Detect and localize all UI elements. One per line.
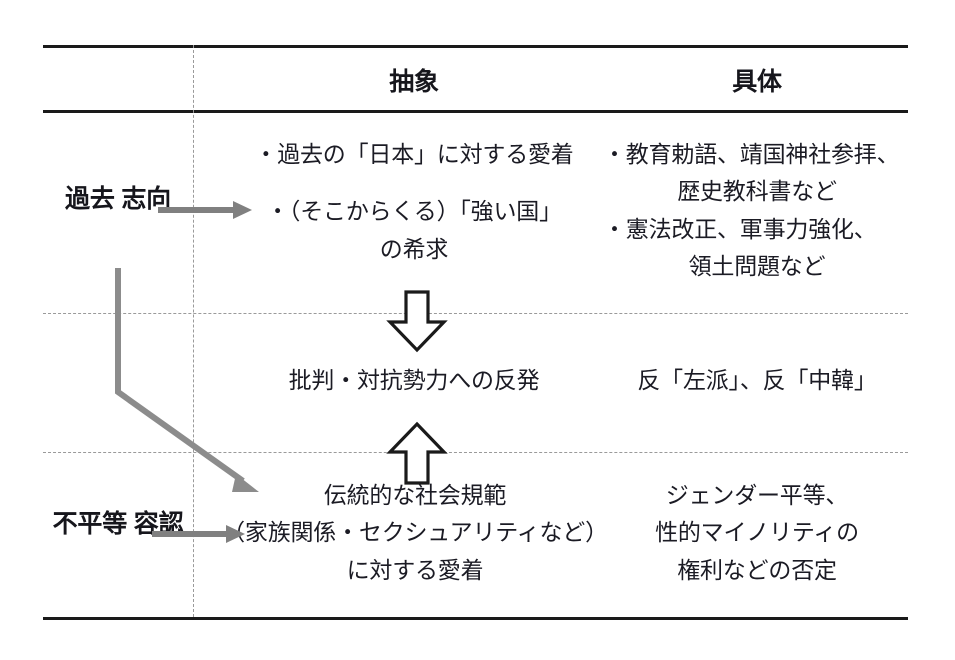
cell-row1-abstract: ・過去の「日本」に対する愛着 ・（そこからくる）「強い国」 の希求 [214, 136, 614, 268]
connector-row3-to-row2-hollow-arrow-icon [386, 421, 448, 485]
column-header-concrete: 具体 [732, 68, 782, 96]
cell-row2-concrete: 反「左派」、反「中韓」 [637, 367, 877, 393]
row-label-past-oriented: 過去 志向 [43, 180, 193, 219]
column-header-abstract: 抽象 [389, 68, 439, 96]
row-label-inequality-tolerance: 不平等 容認 [38, 505, 198, 544]
row-label-past-oriented-line2: 志向 [121, 185, 171, 213]
rule-bottom [43, 617, 908, 620]
cell-row1-concrete-line1: ・教育勅語、靖国神社参拝、 [603, 141, 900, 167]
cell-row1-concrete-line4: 領土問題など [688, 252, 826, 279]
row-label-past-oriented-line1: 過去 [65, 185, 115, 213]
cell-row3-concrete-line1: ジェンダー平等、 [665, 482, 849, 508]
rule-top [43, 45, 908, 48]
cell-row1-abstract-line2: ・（そこからくる）「強い国」 [266, 198, 562, 225]
cell-row3-abstract: 伝統的な社会規範 （家族関係・セクシュアリティなど） に対する愛着 [205, 477, 625, 589]
connector-row1-to-row2-hollow-arrow-icon [386, 290, 448, 353]
cell-row1-concrete-line3: ・憲法改正、軍事力強化、 [603, 215, 877, 242]
cell-row1-abstract-line3: の希求 [379, 235, 449, 262]
cell-row1-concrete: ・教育勅語、靖国神社参拝、 歴史教科書など ・憲法改正、軍事力強化、 領土問題な… [597, 136, 917, 285]
rule-dashed-row1-row2 [43, 313, 908, 314]
cell-row1-abstract-line1: ・過去の「日本」に対する愛着 [254, 141, 574, 167]
row-label-inequality-tolerance-line2: 容認 [133, 510, 184, 538]
cell-row2-abstract: 批判・対抗勢力への反発 [288, 367, 540, 393]
row-label-inequality-tolerance-line1: 不平等 [52, 510, 128, 538]
cell-row3-concrete: ジェンダー平等、 性的マイノリティの 権利などの否定 [597, 477, 917, 589]
cell-row1-concrete-line2: 歴史教科書など [677, 178, 837, 205]
cell-row1-abstract-spacer [214, 173, 614, 193]
cell-row3-concrete-line2: 性的マイノリティの [655, 519, 859, 546]
cell-row3-abstract-line2: （家族関係・セクシュアリティなど） [222, 519, 608, 546]
cell-row3-abstract-line1: 伝統的な社会規範 [323, 482, 507, 508]
rule-under-head [43, 110, 908, 113]
cell-row3-concrete-line3: 権利などの否定 [677, 556, 837, 583]
cell-row3-abstract-line3: に対する愛着 [346, 556, 484, 583]
rule-dashed-row2-row3 [43, 452, 908, 453]
